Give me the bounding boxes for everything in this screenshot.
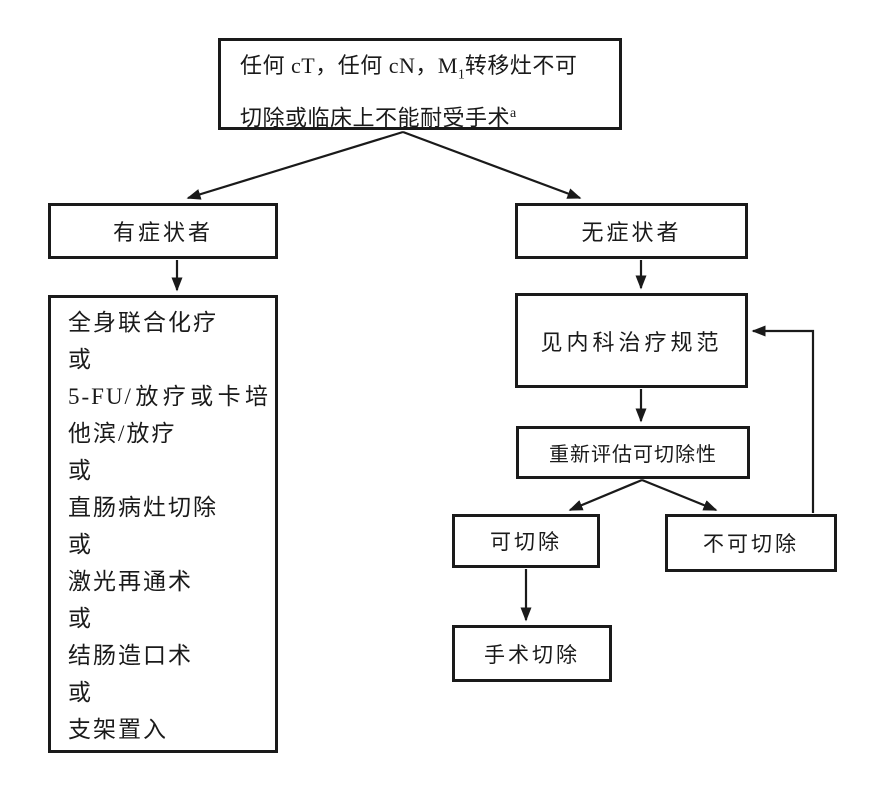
option-line: 他滨/放疗 [68,421,177,446]
option-line: 激光再通术 [68,569,193,594]
node-reassess-resectability: 重新评估可切除性 [516,426,750,479]
option-line: 或 [68,532,93,557]
root-line-1: 任何 cT，任何 cN，M1转移灶不可 [240,46,611,94]
option-line: 或 [68,680,93,705]
node-surgical-resection: 手术切除 [452,625,612,682]
node-medical-treatment: 见内科治疗规范 [515,293,748,388]
root-line-2: 切除或临床上不能耐受手术a [240,94,611,137]
node-asymptomatic: 无症状者 [515,203,748,259]
node-resectable: 可切除 [452,514,600,568]
option-line: 全身联合化疗 [68,310,218,335]
m-subscript: 1 [457,67,465,83]
arrow-unresectable-feedback-to-medical [751,325,815,513]
option-line: 或 [68,458,93,483]
node-root: 任何 cT，任何 cN，M1转移灶不可 切除或临床上不能耐受手术a [218,38,622,131]
arrow-reassess-to-resectable [568,478,643,512]
root-line2-text: 切除或临床上不能耐受手术 [240,105,511,131]
option-line: 5-FU/放疗或卡培 [68,384,270,409]
option-line: 结肠造口术 [68,643,193,668]
option-line: 或 [68,606,93,631]
node-symptomatic: 有症状者 [48,203,278,259]
node-resectable-label: 可切除 [490,530,562,554]
node-symptomatic-label: 有症状者 [112,220,213,245]
option-line: 直肠病灶切除 [68,495,218,520]
root-line1-prefix: 任何 cT，任何 cN，M [240,53,458,78]
footnote-superscript: a [510,106,517,122]
node-surgical-resection-label: 手术切除 [484,642,580,667]
node-reassess-resectability-label: 重新评估可切除性 [549,444,717,466]
option-line: 支架置入 [68,717,168,742]
node-unresectable-label: 不可切除 [703,532,799,556]
root-line1-suffix: 转移灶不可 [464,53,578,78]
arrow-root-to-asymptomatic [402,130,582,200]
arrow-root-to-symptomatic [186,130,404,200]
arrow-reassess-to-unresectable [641,478,718,512]
node-unresectable: 不可切除 [665,514,837,572]
node-asymptomatic-label: 无症状者 [581,220,682,245]
node-treatment-options: 全身联合化疗 或 5-FU/放疗或卡培 他滨/放疗 或 直肠病灶切除 或 激光再… [48,295,278,753]
node-medical-treatment-label: 见内科治疗规范 [540,329,723,355]
option-line: 或 [68,347,93,372]
